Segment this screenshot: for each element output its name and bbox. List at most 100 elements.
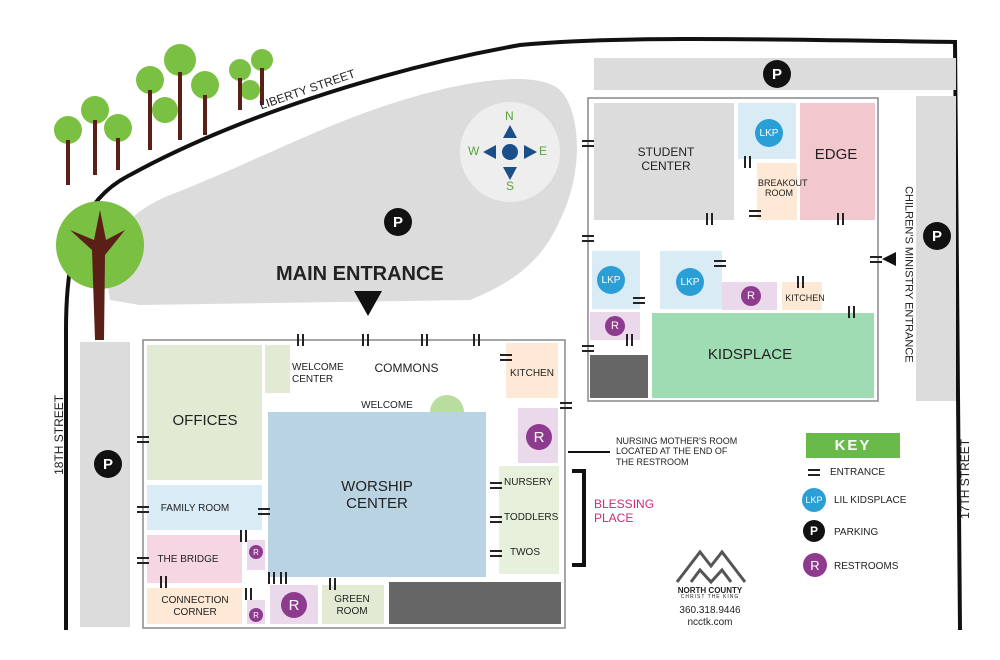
welcome-label: WELCOME: [361, 400, 413, 411]
parking-marker-top: P: [763, 60, 791, 88]
edge-room: [800, 103, 875, 220]
key-lkp-icon: LKP: [802, 488, 826, 512]
entrance-marker: [329, 578, 337, 592]
dark-storage: [389, 582, 561, 624]
18th-street-strip: [80, 342, 130, 627]
entrance-marker: [749, 210, 763, 218]
nursery-wing: [499, 466, 559, 574]
entrance-marker: [490, 516, 504, 524]
entrance-marker: [837, 213, 845, 227]
connection-corner-label: CONNECTION CORNER: [161, 595, 229, 618]
breakout-room-room: [757, 163, 797, 220]
family-room-room: [147, 485, 262, 530]
entrance-marker: [848, 306, 856, 320]
compass-e: E: [539, 144, 548, 158]
parking-marker-17th: P: [923, 222, 951, 250]
entrance-marker: [633, 297, 647, 305]
kitchen-main-room: [506, 343, 558, 398]
main-entrance-label: MAIN ENTRANCE: [276, 263, 444, 285]
nursery-label: NURSERY: [504, 477, 553, 488]
compass-s: S: [506, 179, 515, 193]
entrance-marker: [268, 572, 276, 586]
kitchen-main-label: KITCHEN: [510, 368, 554, 379]
contact-phone: 360.318.9446: [679, 605, 741, 616]
twos-label: TWOS: [510, 547, 540, 558]
green-room-label: GREEN ROOM: [334, 594, 370, 617]
entrance-marker: [245, 588, 253, 602]
lkp-marker-top: LKP: [755, 119, 783, 147]
nursing-note: NURSING MOTHER'S ROOM LOCATED AT THE END…: [616, 436, 738, 467]
big-tree-trunk: [70, 210, 125, 340]
restroom-marker-kids-mid: R: [741, 286, 761, 306]
entrance-marker: [421, 334, 429, 348]
entrance-marker: [582, 140, 596, 148]
offices-room: [147, 345, 262, 480]
blessing-bracket: [572, 469, 586, 567]
blessing-place-label: BLESSING PLACE: [594, 497, 655, 525]
toddlers-label: TODDLERS: [504, 512, 559, 523]
worship-center-label: WORSHIP CENTER: [341, 478, 413, 513]
entrance-marker: [870, 256, 884, 264]
welcome-center-label: WELCOME CENTER: [292, 362, 344, 385]
restroom-marker-bridge: R: [249, 545, 263, 559]
welcome-desk: [430, 395, 464, 412]
entrance-marker: [797, 276, 805, 290]
entrance-marker: [362, 334, 370, 348]
lkp-marker-left: LKP: [597, 266, 625, 294]
commons-label: COMMONS: [374, 361, 439, 375]
kitchen-kids-label: KITCHEN: [785, 293, 825, 303]
entrance-marker: [280, 572, 288, 586]
entrance-marker: [582, 345, 596, 353]
entrance-marker: [714, 260, 728, 268]
key-lkp-label: LIL KIDSPLACE: [834, 495, 907, 506]
family-room-label: FAMILY ROOM: [160, 503, 230, 514]
bridge-room: [147, 535, 242, 583]
entrance-marker: [258, 508, 272, 516]
breakout-room-label: BREAKOUT ROOM: [758, 178, 808, 199]
green-room-room: [322, 585, 384, 624]
compass-n: N: [505, 109, 514, 123]
childrens-entrance-arrow: [882, 252, 896, 266]
entrance-marker: [582, 235, 596, 243]
entrance-marker: [297, 334, 305, 348]
kidsplace-label: KIDSPLACE: [707, 346, 793, 363]
the-bridge-label: THE BRIDGE: [157, 554, 219, 565]
entrance-marker: [137, 506, 151, 514]
entrance-marker: [160, 576, 168, 590]
entrance-marker: [490, 482, 504, 490]
student-center-label: STUDENT CENTER: [637, 145, 695, 173]
student-center-room: [594, 103, 734, 220]
restroom-marker-bottom: R: [281, 592, 307, 618]
key-parking-label: PARKING: [834, 527, 879, 538]
key-header: KEY: [806, 433, 900, 458]
logo-tagline: CHRIST THE KING: [680, 594, 740, 600]
contact-website: ncctk.com: [687, 617, 733, 628]
kidsplace-room: [652, 313, 874, 398]
offices-label: OFFICES: [172, 412, 238, 429]
entrance-marker: [137, 557, 151, 565]
compass-w: W: [468, 144, 480, 158]
trees: [54, 44, 273, 289]
entrance-marker: [626, 334, 634, 348]
entrance-marker: [706, 213, 714, 227]
main-entrance-arrow: [354, 291, 382, 316]
childrens-entrance-label: CHILREN'S MINISTRY ENTRANCE: [902, 186, 915, 363]
entrance-marker: [473, 334, 481, 348]
parking-marker-18th: P: [94, 450, 122, 478]
restroom-marker-kids-left: R: [605, 316, 625, 336]
restroom-marker-main: R: [526, 424, 552, 450]
welcome-center-room: [265, 345, 290, 393]
dark-storage-kids: [590, 355, 648, 398]
main-parking-lot: [107, 79, 577, 305]
worship-center-room: [268, 412, 486, 577]
entrance-marker: [240, 530, 248, 544]
key-entrance-label: ENTRANCE: [830, 467, 886, 478]
entrance-marker: [560, 402, 574, 410]
church-logo-mark: [675, 549, 747, 585]
logo-name: NORTH COUNTY: [677, 586, 743, 595]
key-parking-icon: P: [803, 520, 825, 542]
entrance-marker: [500, 354, 514, 362]
entrance-marker: [137, 436, 151, 444]
18th-street-label: 18TH STREET: [52, 394, 67, 475]
